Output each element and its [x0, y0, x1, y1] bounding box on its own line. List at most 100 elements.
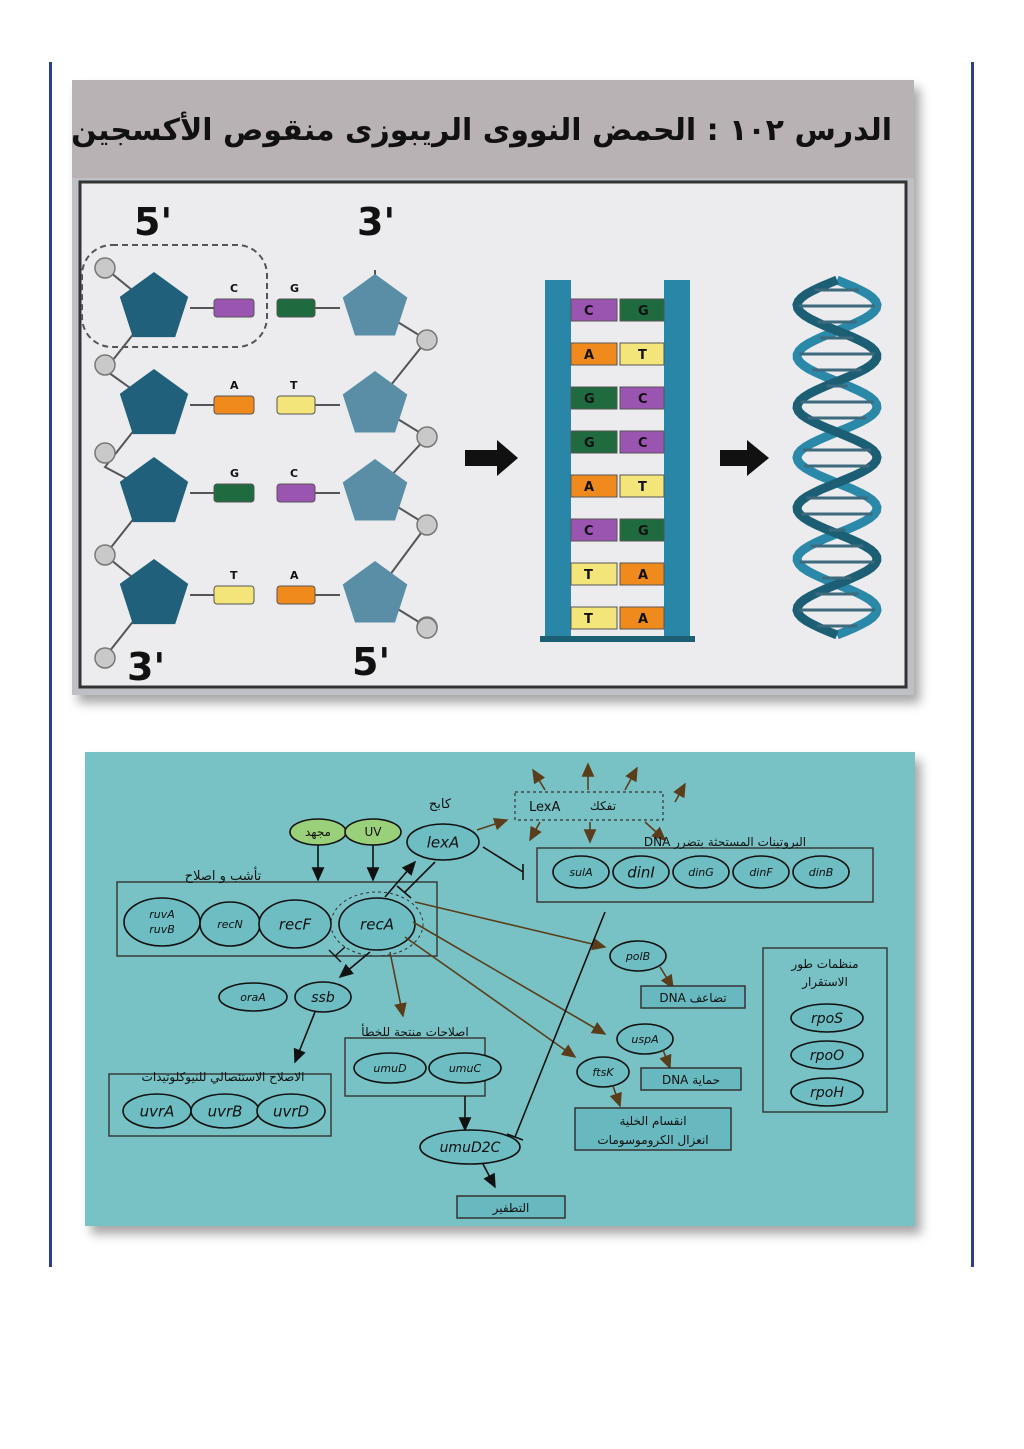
lexa-repress-damage [482, 846, 524, 880]
ftsk-gene [576, 1056, 630, 1088]
ladder-base-right [619, 606, 665, 630]
helix-strand [792, 275, 882, 640]
ladder-base-right-label: A [638, 568, 648, 583]
sugar-right [342, 371, 408, 433]
base-right [276, 395, 316, 415]
ruva-label: ruvA [149, 908, 175, 921]
ladder-base-left-label: C [584, 304, 594, 319]
rpo-group-title-2: الاستقرار [801, 975, 848, 990]
ladder-base-left-label: C [584, 524, 594, 539]
base-right [276, 585, 316, 605]
strand-end-bottom-right: 5' [352, 640, 390, 684]
phosphate-right [416, 329, 438, 351]
ladder-base-right-label: G [638, 304, 649, 319]
reca-to-uspa [412, 921, 607, 1035]
mutation-box [456, 1195, 566, 1219]
damage-genes-box [536, 847, 874, 903]
strand-end-top-right: 3' [357, 200, 395, 244]
lexa-gene [406, 823, 480, 861]
sugar-left [119, 457, 189, 523]
ladder-base-left-label: G [584, 436, 595, 451]
mutation-label: التطفير [492, 1201, 530, 1216]
base-left-label: G [230, 467, 239, 480]
reca-to-lexa-arrow [384, 860, 417, 898]
damage-repress-umud2c [506, 911, 606, 1141]
recomb-genes-box [116, 881, 438, 957]
base-left [213, 395, 255, 415]
umud2c-to-mutation [482, 1163, 496, 1189]
cleaved-down-arrow [529, 821, 542, 842]
damage-gene [672, 855, 730, 889]
rpo-gene-label: rpoH [810, 1085, 844, 1101]
ftsk-effect-box [574, 1107, 732, 1151]
strand-end-top-left: 5' [134, 200, 172, 244]
ladder-base-left-label: T [584, 568, 593, 583]
ladder-base-left [570, 606, 618, 630]
reca-gene-label: recA [360, 915, 394, 933]
ladder-base-right [619, 386, 665, 410]
umud2c-gene [419, 1129, 521, 1165]
ssb-to-uvr [293, 1011, 316, 1064]
recomb-group-title: تأشب و اصلاح [185, 866, 262, 884]
uvr-group-title: الاصلاح الاستئصالي للنيوكلوتيدات [142, 1070, 305, 1085]
damage-gene-label: dinB [809, 866, 834, 879]
base-left-label: T [230, 569, 238, 582]
rpo-gene [790, 1077, 864, 1107]
ladder-base-right [619, 474, 665, 498]
cleaved-down-arrow [644, 821, 667, 842]
phosphate-left [94, 257, 116, 279]
reca-to-ftsk [404, 936, 577, 1058]
ladder-base-left [570, 342, 618, 366]
lexa-cleaved-box [514, 791, 664, 821]
umud2c-gene-label: umuD2C [440, 1140, 501, 1156]
damage-gene-label: dinG [688, 866, 714, 879]
base-right-label: T [290, 379, 298, 392]
lexa-gene-label: lexA [427, 833, 460, 851]
ruvb-label: ruvB [149, 923, 175, 936]
dna-structure-svg: الدرس ١٠٢ : الحمض النووى الريبوزى منقوص … [72, 80, 914, 689]
phosphate-right [416, 617, 438, 639]
cleaved-out-arrow [532, 768, 546, 791]
damage-gene [612, 855, 670, 889]
lexa-cleaved-word: تفكك [590, 799, 616, 813]
ftsk-effect-label-2: انعزال الكروموسومات [597, 1133, 708, 1148]
uspa-effect-arrow [659, 1049, 672, 1070]
ladder-base [540, 636, 695, 642]
arrow-right-icon [720, 440, 769, 476]
ftsk-effect-arrow [609, 1085, 622, 1108]
strand-end-bottom-left: 3' [127, 645, 165, 689]
umuc-gene [428, 1052, 502, 1084]
uspa-gene-label: uspA [631, 1033, 658, 1046]
ladder-base-left-label: T [584, 612, 593, 627]
umud-gene-label: umuD [373, 1062, 406, 1075]
arrow-right-icon [465, 440, 518, 476]
recomb-gene-recf-label: recF [279, 915, 312, 933]
reca-inhibit-oraa [328, 946, 346, 963]
rpo-gene-label: rpoO [810, 1048, 844, 1064]
polb-effect-label: تضاعف DNA [659, 991, 726, 1005]
inducer-stress-label: مجهد [305, 825, 331, 839]
damage-gene-label: dinI [627, 863, 655, 881]
ftsk-effect-label-1: انقسام الخلية [619, 1114, 686, 1128]
reca-halo [330, 891, 424, 957]
inducer-uv-label: UV [365, 825, 383, 839]
ladder-base-left-label: A [584, 348, 594, 363]
sugar-right [342, 459, 408, 521]
ladder-base-left [570, 518, 618, 542]
inhibitor-label: كابح [429, 797, 452, 812]
rpo-gene [790, 1040, 864, 1070]
dna-structure-figure: الدرس ١٠٢ : الحمض النووى الريبوزى منقوص … [72, 80, 914, 695]
polb-effect-box [640, 985, 746, 1009]
ssb-gene [294, 981, 352, 1013]
damage-group-title: البروتينات المستحثة بتضرر DNA [644, 835, 806, 850]
phosphate-left [94, 647, 116, 669]
ladder-rail-left [545, 280, 571, 640]
sugar-left [119, 369, 189, 435]
uvrd-gene [256, 1093, 326, 1129]
damage-gene [792, 855, 850, 889]
rpo-gene [790, 1003, 864, 1033]
ladder-base-left [570, 474, 618, 498]
ladder-base-right [619, 298, 665, 322]
ladder-base-left [570, 386, 618, 410]
